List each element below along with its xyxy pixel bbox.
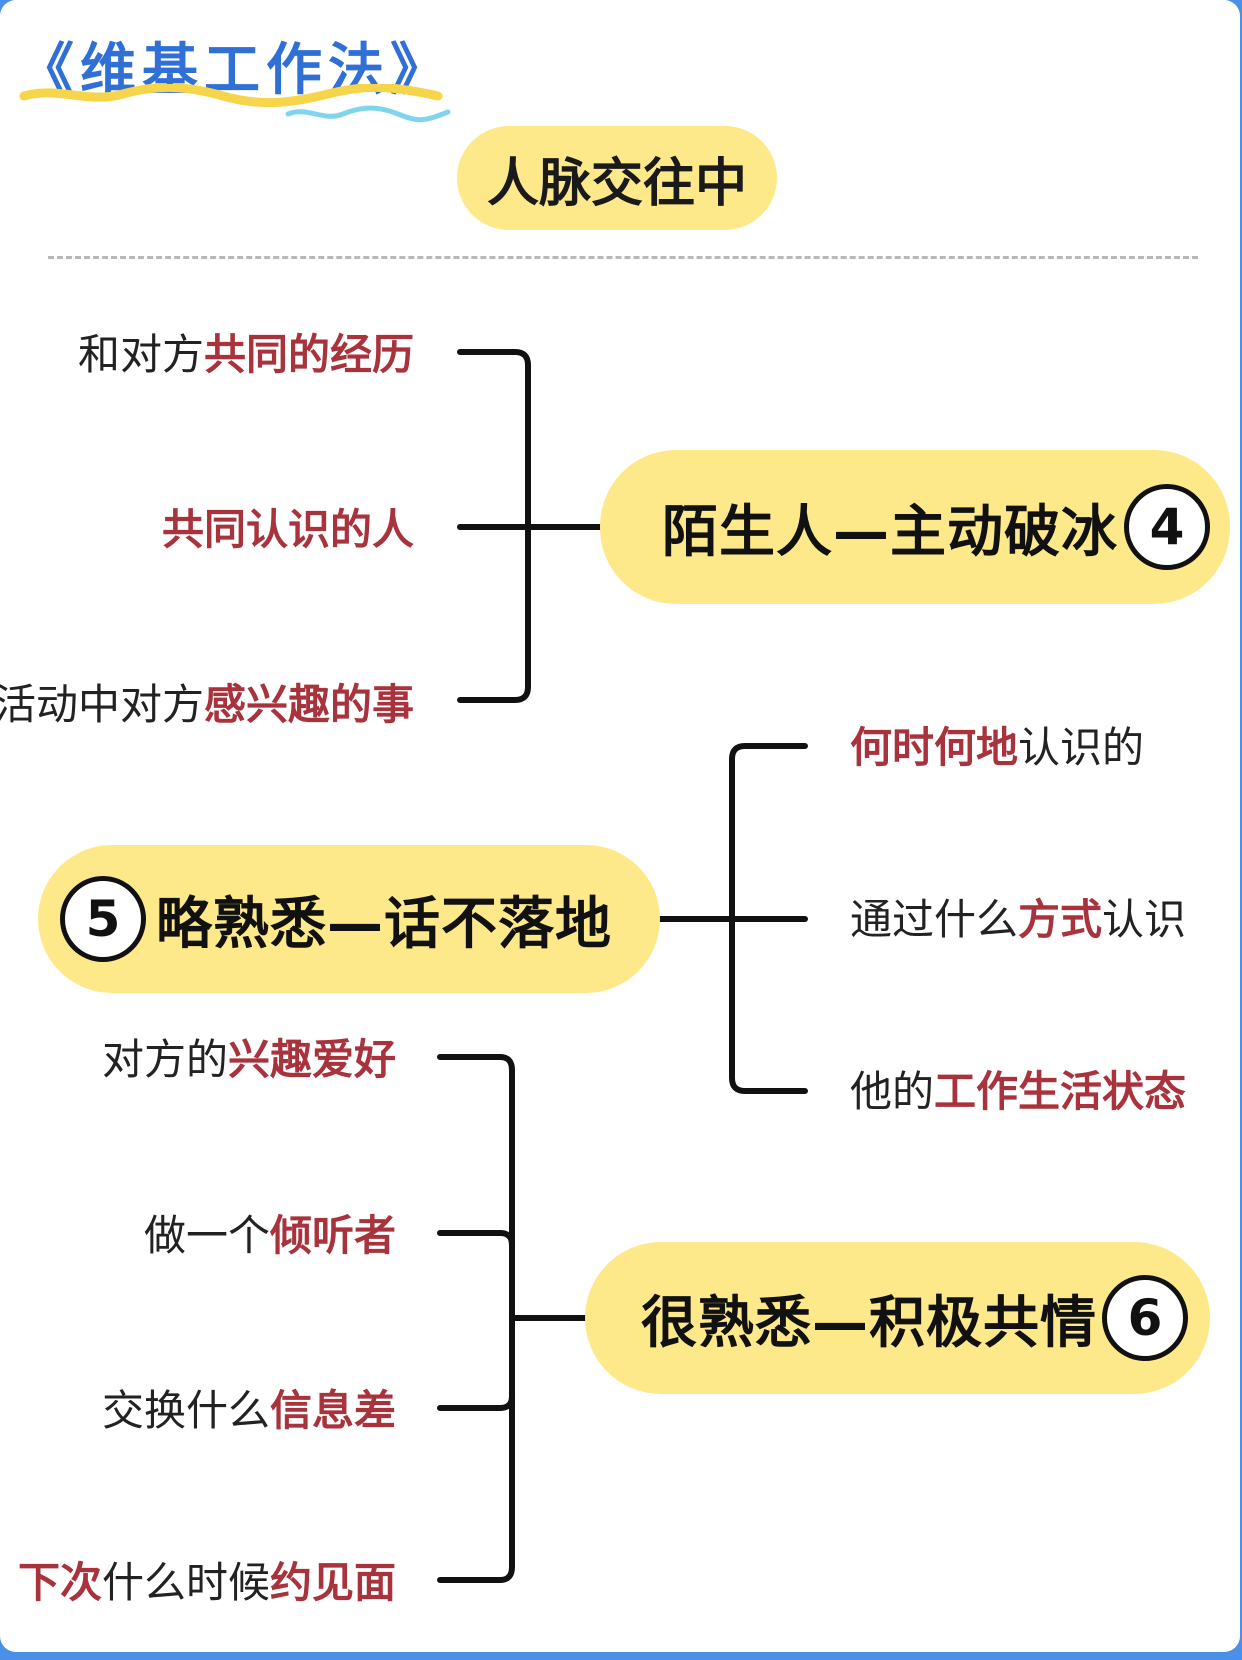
bracket-node-6	[437, 1054, 515, 1583]
leaf-node-4-1: 和对方共同的经历	[77, 330, 414, 379]
leaf-node-6-3: 交换什么信息差	[101, 1386, 396, 1435]
number-badge-6: 6	[1102, 1275, 1188, 1361]
leaf-node-5-1: 何时何地认识的	[850, 723, 1145, 772]
connector-node-6-leaf-3	[437, 1393, 515, 1411]
leaf-node-6-2: 做一个倾听者	[143, 1211, 396, 1260]
node-label-4: 陌生人—主动破冰	[662, 499, 1118, 565]
connector-node-6-leaf-2	[437, 1230, 515, 1248]
node-pill-5: 5 略熟悉—话不落地	[38, 845, 660, 993]
subtitle-text: 人脉交往中	[486, 153, 747, 214]
leaf-node-5-2: 通过什么方式认识	[850, 895, 1187, 944]
leaf-node-5-3: 他的工作生活状态	[850, 1067, 1187, 1116]
leaf-node-4-3: 活动中对方感兴趣的事	[0, 680, 414, 729]
node-label-6: 很熟悉—积极共情	[641, 1290, 1097, 1356]
leaf-node-4-2: 共同认识的人	[161, 505, 414, 554]
number-badge-4: 4	[1124, 484, 1210, 570]
title-underline-decoration	[19, 84, 451, 123]
node-label-5: 略熟悉—话不落地	[156, 891, 612, 957]
number-badge-5: 5	[60, 876, 146, 962]
subtitle-pill: 人脉交往中	[457, 126, 777, 230]
node-pill-6: 很熟悉—积极共情 6	[585, 1242, 1210, 1394]
dashed-divider	[48, 256, 1198, 259]
node-pill-4: 陌生人—主动破冰 4	[600, 450, 1230, 604]
leaf-node-6-1: 对方的兴趣爱好	[101, 1035, 396, 1084]
leaf-node-6-4: 下次什么时候约见面	[17, 1558, 396, 1607]
page-title: 《维基工作法》	[18, 38, 452, 103]
